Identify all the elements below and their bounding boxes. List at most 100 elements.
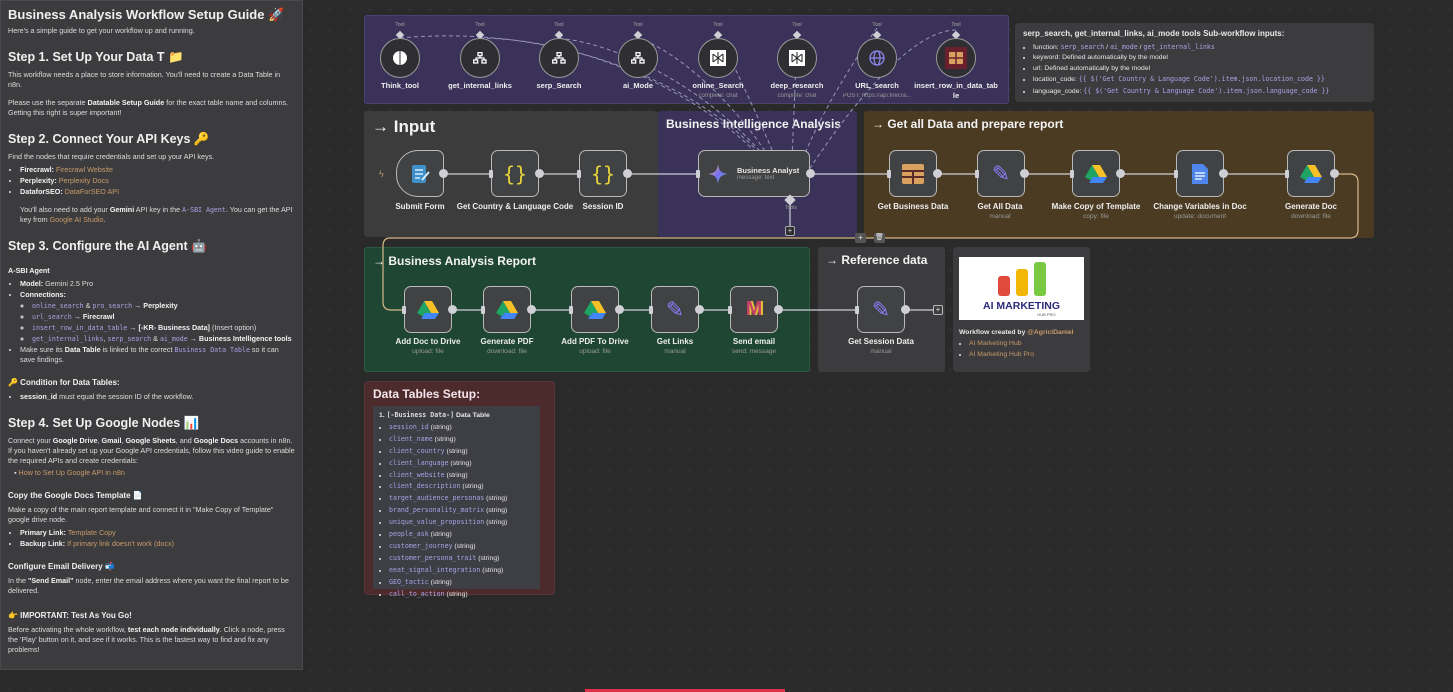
output-port[interactable] bbox=[1020, 169, 1029, 178]
input-port[interactable] bbox=[696, 170, 700, 178]
data-tables-title: Data Tables Setup: bbox=[373, 387, 481, 401]
data-tables-setup-note[interactable]: Data Tables Setup: 1. [-Business Data-] … bbox=[364, 381, 555, 598]
code: Business Data Table bbox=[174, 346, 250, 354]
copy-template-heading: Copy the Google Docs Template 📄 bbox=[8, 491, 143, 500]
copy-template-text: Make a copy of the main report template … bbox=[8, 505, 274, 524]
column-name: client_website bbox=[389, 470, 445, 479]
output-port[interactable] bbox=[448, 305, 457, 314]
output-port[interactable] bbox=[615, 305, 624, 314]
input-port[interactable] bbox=[577, 170, 581, 178]
gemini-note: You'll also need to add your Gemini API … bbox=[20, 205, 295, 225]
get-all-data-node[interactable]: ✎ bbox=[977, 150, 1025, 197]
business-analyst-agent-node[interactable]: Business Analyst message: text bbox=[698, 150, 810, 197]
step1-heading: Step 1. Set Up Your Data T 📁 bbox=[8, 50, 184, 64]
output-port[interactable] bbox=[1219, 169, 1228, 178]
agent-name: A-SBI Agent bbox=[8, 266, 295, 276]
gmail-icon: M bbox=[745, 298, 763, 320]
tool-connector-label: Tool bbox=[554, 22, 564, 28]
input-port[interactable] bbox=[855, 306, 859, 314]
google-ai-studio-link[interactable]: Google AI Studio bbox=[49, 215, 104, 224]
input-port[interactable] bbox=[402, 306, 406, 314]
add-tool-button[interactable]: + bbox=[785, 226, 795, 236]
subworkflow-inputs-note[interactable]: serp_search, get_internal_links, ai_mode… bbox=[1015, 23, 1374, 102]
dataforseo-link[interactable]: DataForSEO API bbox=[64, 187, 120, 196]
output-port[interactable] bbox=[774, 305, 783, 314]
output-port[interactable] bbox=[695, 305, 704, 314]
output-port[interactable] bbox=[439, 169, 448, 178]
tool-node-ai-mode[interactable] bbox=[618, 38, 658, 78]
trigger-bolt-icon: ϟ bbox=[379, 169, 384, 179]
tool-node-url-search[interactable] bbox=[857, 38, 897, 78]
input-port[interactable] bbox=[728, 306, 732, 314]
input-port[interactable] bbox=[887, 170, 891, 178]
brain-icon bbox=[392, 50, 408, 66]
ai-marketing-hub-pro-link[interactable]: AI Marketing Hub Pro bbox=[969, 351, 1034, 358]
text: is linked to the correct bbox=[100, 345, 175, 354]
get-country-language-node[interactable]: {} bbox=[491, 150, 539, 197]
firecrawl-link[interactable]: Firecrawl Website bbox=[55, 165, 113, 174]
input-port[interactable] bbox=[481, 306, 485, 314]
tool-label: online_Search bbox=[692, 81, 744, 90]
author-link[interactable]: @AgriciDaniel bbox=[1027, 329, 1074, 336]
text: → bbox=[71, 312, 83, 321]
change-variables-doc-node[interactable] bbox=[1176, 150, 1224, 197]
tool-node-deep-research[interactable] bbox=[777, 38, 817, 78]
output-port[interactable] bbox=[933, 169, 942, 178]
generate-doc-node[interactable] bbox=[1287, 150, 1335, 197]
tool-node-online-search[interactable] bbox=[698, 38, 738, 78]
data-table-spec: 1. [-Business Data-] Data Table session_… bbox=[373, 406, 540, 598]
ai-marketing-hub-link[interactable]: AI Marketing Hub bbox=[969, 340, 1022, 347]
credit-note[interactable]: AI MARKETING HUB PRO Workflow created by… bbox=[953, 247, 1090, 372]
input-port[interactable] bbox=[1285, 170, 1289, 178]
input-port[interactable] bbox=[649, 306, 653, 314]
output-port[interactable] bbox=[806, 169, 815, 178]
add-doc-to-drive-node[interactable] bbox=[404, 286, 452, 333]
make-copy-template-node[interactable] bbox=[1072, 150, 1120, 197]
output-port[interactable] bbox=[1330, 169, 1339, 178]
session-id-node[interactable]: {} bbox=[579, 150, 627, 197]
input-port[interactable] bbox=[489, 170, 493, 178]
input-port[interactable] bbox=[1174, 170, 1178, 178]
column-type: (string) bbox=[476, 554, 500, 562]
tool-node-get-internal-links[interactable] bbox=[460, 38, 500, 78]
tool-connector-label: Tool bbox=[713, 22, 723, 28]
column-item: client_website (string) bbox=[389, 470, 534, 482]
input-port[interactable] bbox=[975, 170, 979, 178]
get-business-data-node[interactable] bbox=[889, 150, 937, 197]
column-name: unique_value_proposition bbox=[389, 518, 485, 527]
google-api-video-link[interactable]: How to Set Up Google API in n8n bbox=[18, 468, 125, 477]
perplexity-link[interactable]: Perplexity Docs bbox=[58, 176, 109, 185]
column-type: (string) bbox=[484, 519, 508, 527]
get-links-node[interactable]: ✎ bbox=[651, 286, 699, 333]
backup-template-link[interactable]: If primary link doesn't work (docx) bbox=[67, 539, 174, 548]
setup-guide-note[interactable]: Business Analysis Workflow Setup Guide 🚀… bbox=[0, 0, 303, 670]
add-pdf-to-drive-node[interactable] bbox=[571, 286, 619, 333]
node-label: Get Session Data bbox=[848, 337, 914, 346]
output-port[interactable] bbox=[535, 169, 544, 178]
add-node-on-connection-button[interactable]: + bbox=[855, 233, 866, 243]
text: . Click a node, press the 'Play' button … bbox=[8, 625, 285, 654]
list-item: session_id must equal the session ID of … bbox=[20, 392, 295, 402]
guide-title: Business Analysis Workflow Setup Guide 🚀 bbox=[8, 7, 285, 22]
column-type: (string) bbox=[484, 495, 508, 503]
column-type: (string) bbox=[428, 578, 452, 586]
input-port[interactable] bbox=[569, 306, 573, 314]
output-port[interactable] bbox=[1116, 169, 1125, 178]
text: Connections: bbox=[20, 290, 66, 299]
output-port[interactable] bbox=[623, 169, 632, 178]
output-port[interactable] bbox=[527, 305, 536, 314]
column-item: GEO_tactic (string) bbox=[389, 577, 534, 589]
template-copy-link[interactable]: Template Copy bbox=[67, 528, 116, 537]
add-node-button[interactable]: + bbox=[933, 305, 943, 315]
submit-form-node[interactable] bbox=[396, 150, 444, 197]
text: . You can get the API key from bbox=[20, 205, 293, 224]
tool-node-insert-row-in-data-table[interactable] bbox=[936, 38, 976, 78]
generate-pdf-node[interactable] bbox=[483, 286, 531, 333]
send-email-node[interactable]: M bbox=[730, 286, 778, 333]
input-port[interactable] bbox=[1070, 170, 1074, 178]
tool-node-think-tool[interactable] bbox=[380, 38, 420, 78]
tool-node-serp-search[interactable] bbox=[539, 38, 579, 78]
get-session-data-node[interactable]: ✎ bbox=[857, 286, 905, 333]
delete-connection-icon[interactable]: 🗑 bbox=[874, 233, 885, 243]
output-port[interactable] bbox=[901, 305, 910, 314]
